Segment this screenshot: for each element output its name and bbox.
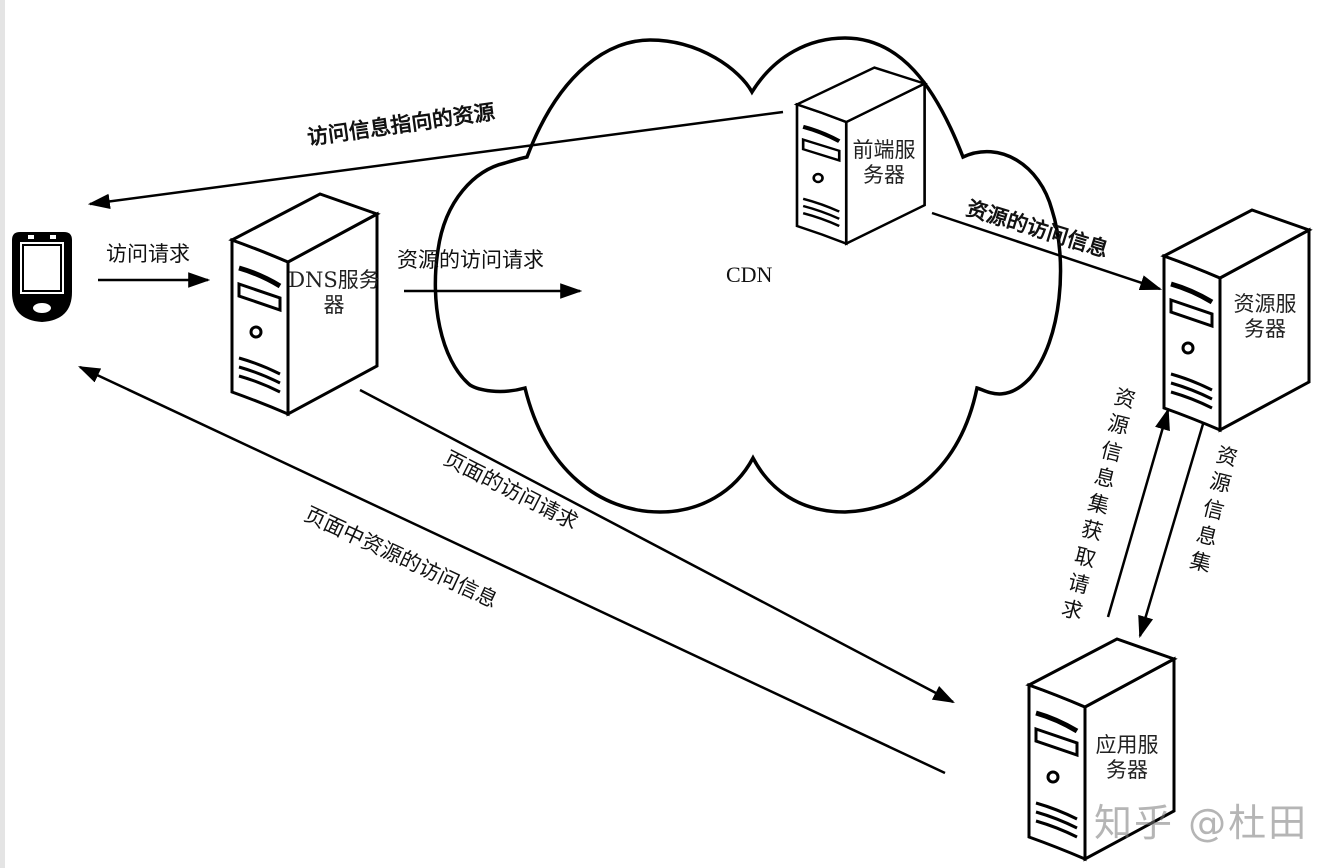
dns-server-label-line2: 器 bbox=[323, 293, 345, 318]
frontend-server-label: 前端服 务器 bbox=[844, 138, 924, 188]
edge-page-access-request bbox=[359, 388, 955, 704]
dns-server-label: DNS服务 器 bbox=[284, 268, 384, 318]
app-server-label: 应用服 务器 bbox=[1084, 733, 1170, 783]
edge-resource-access-info bbox=[931, 211, 1163, 291]
edge-page-resource-access-info bbox=[78, 365, 946, 775]
dns-server-label-line1: DNS服务 bbox=[288, 268, 380, 292]
resource-server-label-line2: 务器 bbox=[1244, 317, 1286, 342]
mobile-device-icon bbox=[12, 232, 72, 322]
label-access-request: 访问请求 bbox=[106, 242, 190, 266]
edge-resource-info-set-request bbox=[1106, 407, 1170, 618]
label-resource-access-request: 资源的访问请求 bbox=[397, 248, 544, 272]
cdn-label: CDN bbox=[726, 262, 773, 287]
left-edge-strip bbox=[0, 0, 5, 868]
edge-resource-info-set bbox=[1138, 423, 1205, 639]
frontend-server-label-line1: 前端服 bbox=[852, 138, 916, 162]
resource-server-label-line1: 资源服 bbox=[1233, 292, 1297, 316]
app-server-label-line1: 应用服 bbox=[1095, 733, 1159, 757]
frontend-server-label-line2: 务器 bbox=[863, 163, 905, 188]
app-server-label-line2: 务器 bbox=[1106, 758, 1148, 783]
edge-resource-pointed-by-info bbox=[87, 110, 784, 210]
resource-server-label: 资源服 务器 bbox=[1222, 292, 1308, 342]
watermark: 知乎 @杜田 bbox=[1094, 801, 1309, 845]
